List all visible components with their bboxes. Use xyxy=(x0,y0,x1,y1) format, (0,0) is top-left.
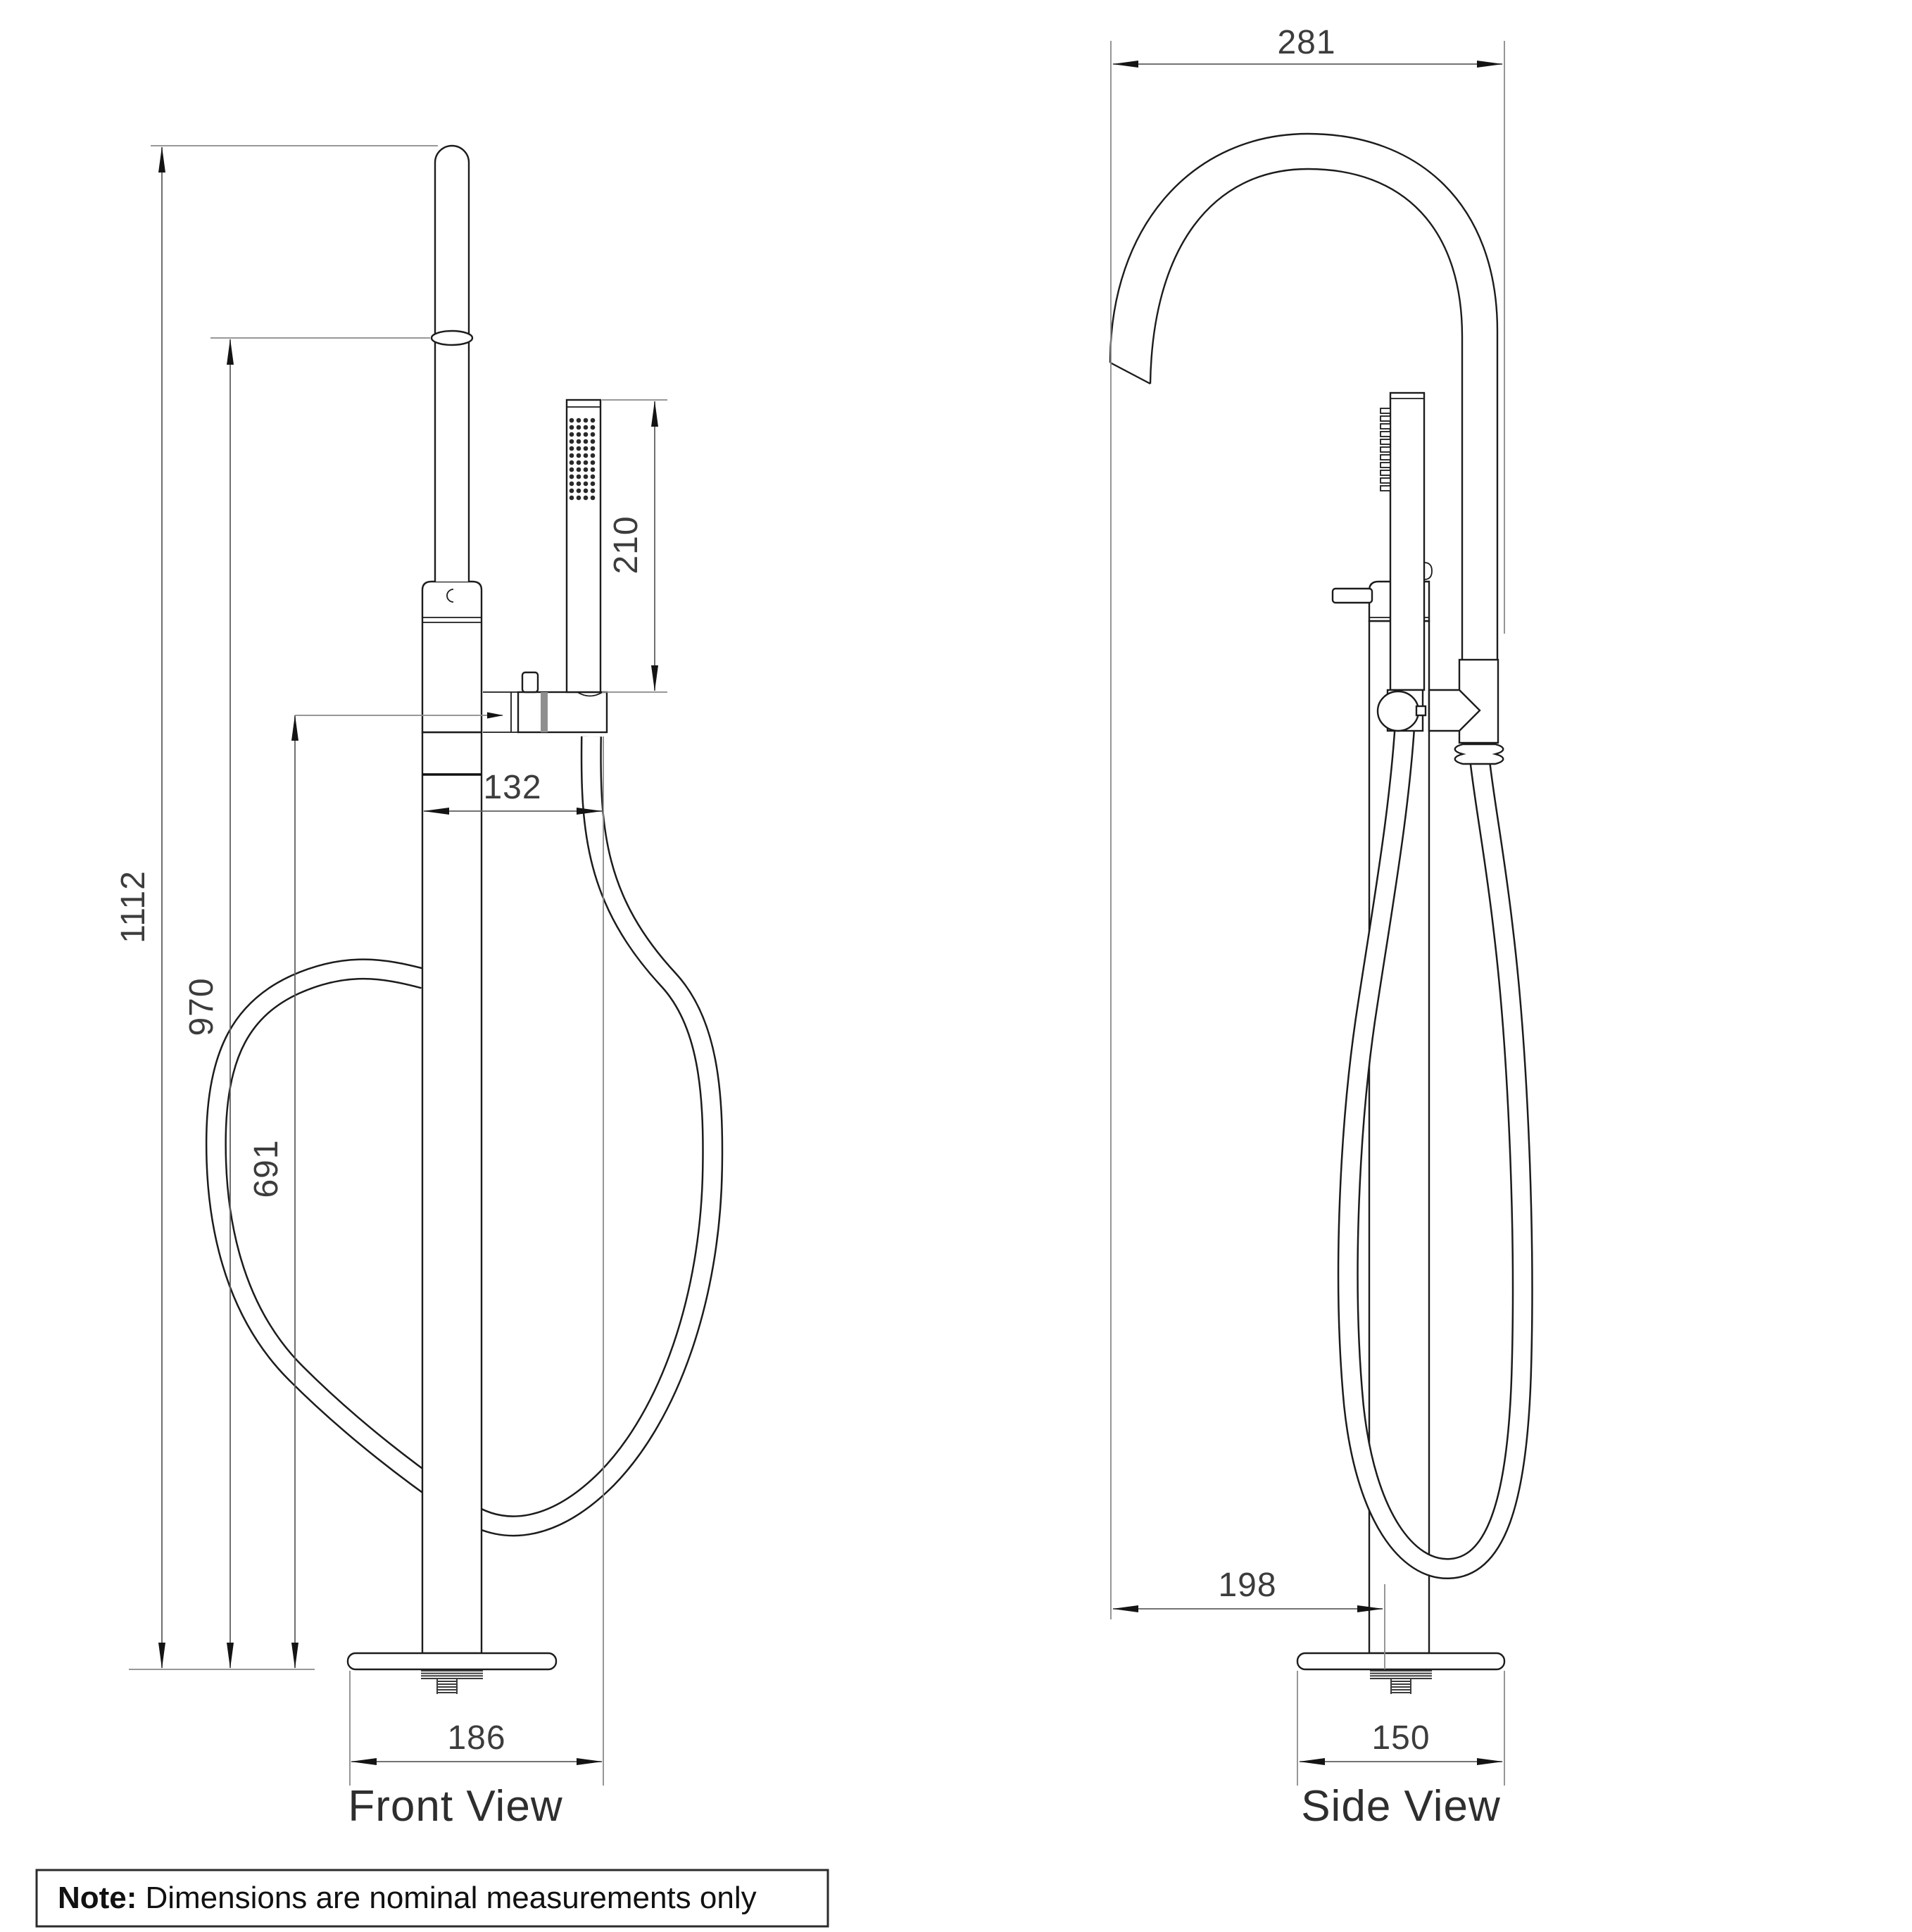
hand-shower-hose-side xyxy=(1337,707,1533,1579)
dim-label-281: 281 xyxy=(1277,24,1335,61)
note-label: Note: xyxy=(58,1881,137,1915)
dim-label-970: 970 xyxy=(183,977,220,1036)
note-text: Note:Dimensions are nominal measurements… xyxy=(58,1881,757,1915)
dim-label-1112: 1112 xyxy=(115,870,152,943)
handset-front xyxy=(565,399,602,694)
dim-label-186: 186 xyxy=(447,1719,505,1757)
base-plate-front xyxy=(346,1652,558,1671)
shower-bracket-front xyxy=(483,671,608,734)
dim-label-132: 132 xyxy=(483,769,541,806)
dimension-layer: 1112 970 691 210 132 186 281 198 150 xyxy=(115,24,1505,1786)
gooseneck-spout xyxy=(1109,132,1499,662)
note-box: Note:Dimensions are nominal measurements… xyxy=(35,1869,829,1928)
spout-tip-cut xyxy=(1109,361,1151,385)
side-view-title: Side View xyxy=(1301,1782,1501,1831)
diverter-knob-side xyxy=(1376,690,1420,732)
bracket-clamp-band xyxy=(541,692,548,732)
riser-tube xyxy=(434,144,470,582)
base-plate-side xyxy=(1296,1652,1506,1671)
note-body: Dimensions are nominal measurements only xyxy=(145,1881,756,1915)
knurled-hose-nut xyxy=(1454,743,1504,765)
handset-connector-arc xyxy=(577,691,603,697)
diverter-knob-nub xyxy=(1415,705,1427,717)
handset-side xyxy=(1380,391,1433,691)
spout-outlet-ellipse xyxy=(430,330,474,346)
front-column xyxy=(421,731,483,1655)
dim-label-150: 150 xyxy=(1371,1719,1430,1757)
handset-clip xyxy=(1423,562,1433,580)
handle-lever-side xyxy=(1331,587,1373,604)
handset-nozzles-side xyxy=(1380,408,1391,491)
floor-fixing-thread-side xyxy=(1370,1670,1432,1694)
floor-fixing-thread-front xyxy=(421,1670,483,1694)
side-view-drawing xyxy=(1109,132,1533,1694)
dim-label-198: 198 xyxy=(1218,1567,1276,1604)
front-mixer-body xyxy=(421,580,483,734)
handset-spray-face xyxy=(569,418,596,501)
diverter-knob-front xyxy=(521,671,539,694)
dim-label-210: 210 xyxy=(608,515,645,574)
bracket-arm-side xyxy=(1428,689,1481,732)
temp-indicator-mark xyxy=(446,589,454,603)
front-view-drawing xyxy=(205,144,724,1694)
dim-label-691: 691 xyxy=(248,1139,285,1198)
front-view-title: Front View xyxy=(348,1782,562,1831)
